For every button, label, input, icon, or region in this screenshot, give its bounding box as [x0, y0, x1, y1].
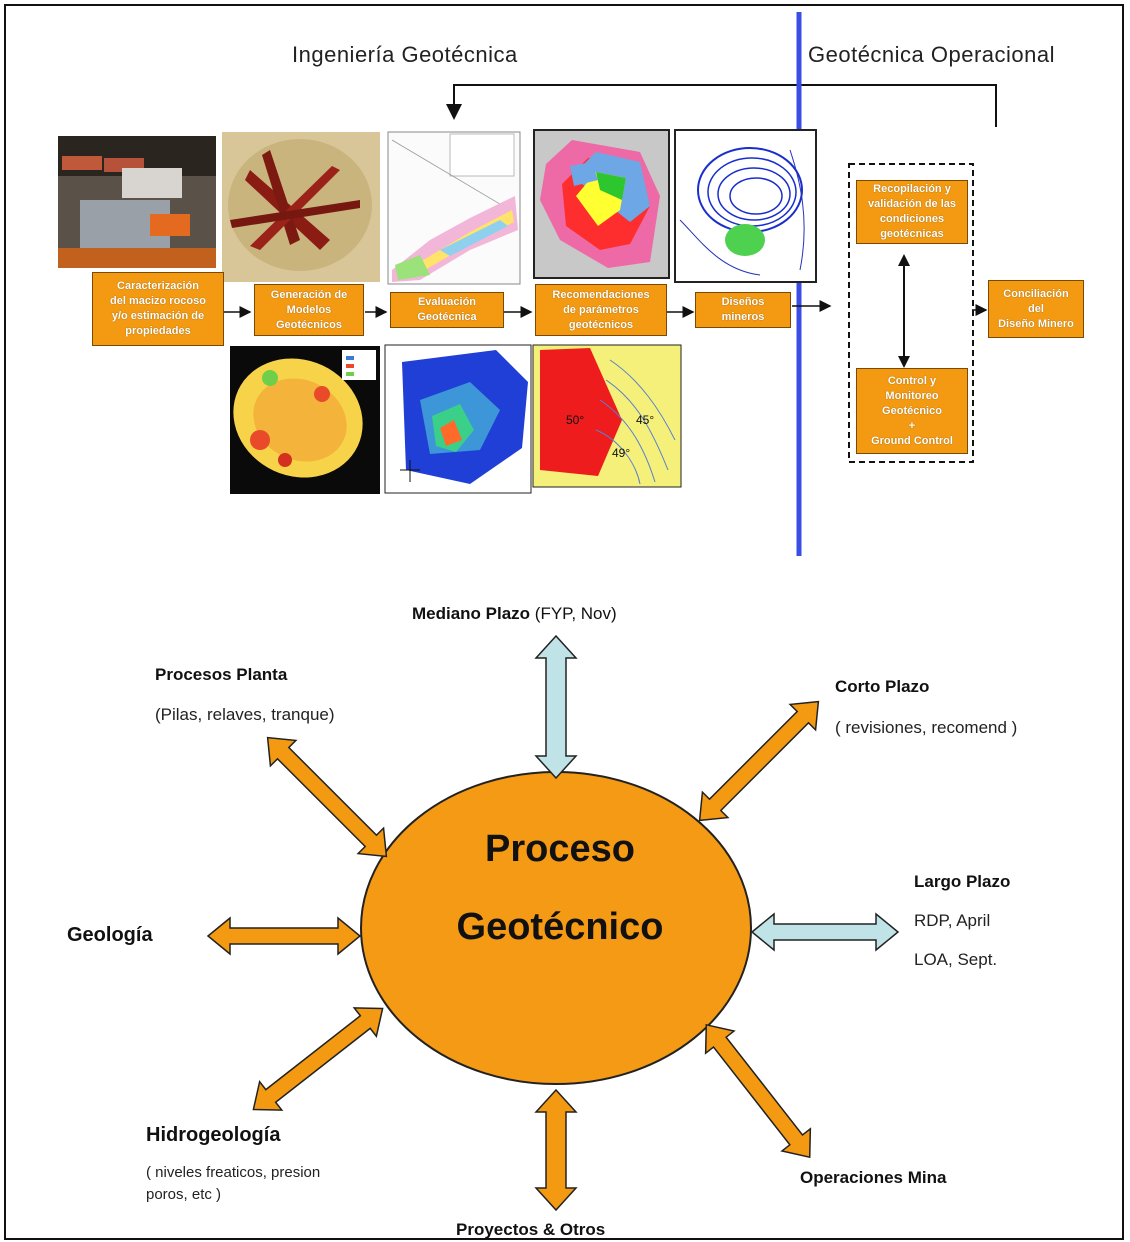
box-caracterizacion: Caracterización del macizo rocoso y/o es… [92, 272, 224, 346]
corto-plazo-label: Corto Plazo [835, 677, 930, 696]
geologia-arrow [206, 916, 362, 956]
largo-plazo-label: Largo Plazo [914, 872, 1011, 891]
slope-angle-map-image [532, 344, 682, 488]
center-title-line1: Proceso [485, 828, 635, 870]
corto-plazo-arrow [698, 700, 820, 822]
header-operacional: Geotécnica Operacional [808, 42, 1056, 67]
center-title: Proceso Geotécnico [360, 810, 760, 966]
pit-sector-image [533, 129, 670, 279]
box-conciliacion: Conciliación del Diseño Minero [988, 280, 1084, 338]
corto-plazo-detail: ( revisiones, recomend ) [835, 718, 1018, 737]
lab-equipment-image [58, 136, 216, 268]
geologia-label: Geología [67, 924, 153, 946]
procesos-planta-label: Procesos Planta [155, 665, 288, 684]
hidrogeologia-detail: poros, etc ) [146, 1186, 222, 1203]
heat-map-image [230, 346, 380, 494]
proyectos-label: Proyectos & Otros [456, 1220, 606, 1239]
largo-plazo-arrow [750, 912, 900, 952]
mine-design-image [674, 129, 817, 283]
slope-angle-label: 45° [636, 413, 655, 427]
box-evaluacion: Evaluación Geotécnica [390, 292, 504, 328]
hidrogeologia-arrow [252, 1007, 384, 1111]
largo-plazo-detail: RDP, April [914, 911, 991, 930]
box-generacion-modelos: Generación de Modelos Geotécnicos [254, 284, 364, 336]
procesos-planta-detail: (Pilas, relaves, tranque) [155, 705, 335, 724]
slope-angle-label: 50° [566, 413, 585, 427]
diagram-frame [4, 4, 1124, 1240]
header-ingenieria: Ingeniería Geotécnica [292, 42, 518, 67]
section-analysis-image [387, 131, 521, 285]
feedback-loop-line [446, 84, 997, 127]
slope-angle-label: 49° [612, 446, 631, 460]
box-recopilacion: Recopilación y validación de las condici… [856, 180, 968, 244]
center-title-line2: Geotécnico [456, 906, 664, 948]
hidrogeologia-detail: ( niveles freaticos, presion [146, 1164, 321, 1181]
box-control-monitoreo: Control y Monitoreo Geotécnico + Ground … [856, 368, 968, 454]
geological-model-image [222, 132, 380, 282]
block-model-image [384, 344, 532, 494]
mediano-plazo-arrow [534, 634, 578, 780]
proyectos-arrow [534, 1088, 578, 1212]
operaciones-mina-label: Operaciones Mina [800, 1168, 947, 1187]
hidrogeologia-label: Hidrogeología [146, 1124, 281, 1146]
mediano-plazo-label: Mediano Plazo (FYP, Nov) [412, 604, 617, 623]
operational-group-border [848, 163, 974, 463]
largo-plazo-detail: LOA, Sept. [914, 950, 998, 969]
box-disenos: Diseños mineros [695, 292, 791, 328]
procesos-planta-arrow [266, 736, 388, 858]
operaciones-mina-arrow [704, 1023, 812, 1159]
box-recomendaciones: Recomendaciones de parámetros geotécnico… [535, 284, 667, 336]
